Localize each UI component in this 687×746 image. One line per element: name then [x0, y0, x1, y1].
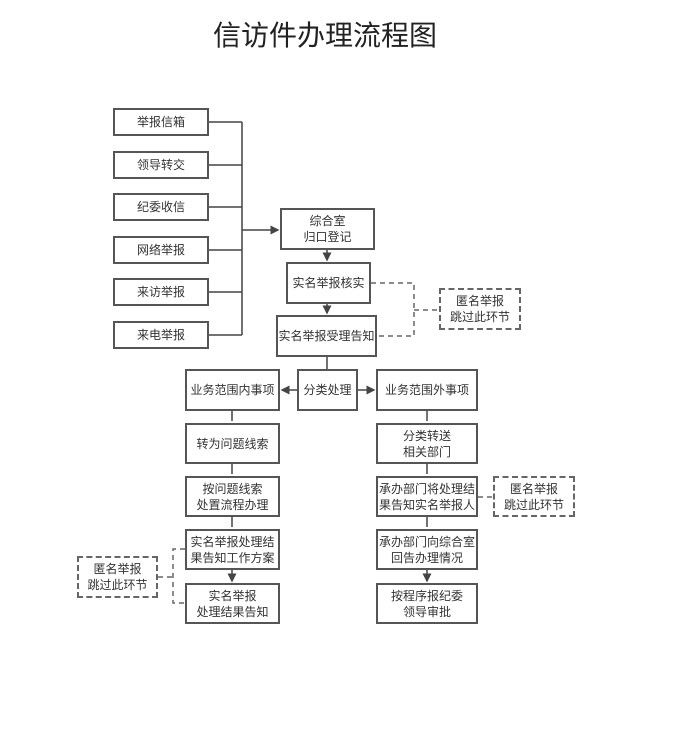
accept-box: 实名举报受理告知: [276, 315, 377, 357]
source-box: 来电举报: [113, 321, 209, 349]
right-step: 按程序报纪委 领导审批: [376, 583, 478, 624]
register-box: 综合室 归口登记: [280, 208, 375, 250]
left-step: 实名举报 处理结果告知: [185, 583, 280, 624]
left-step: 转为问题线索: [185, 423, 280, 464]
source-box: 领导转交: [113, 151, 209, 179]
right-step: 承办部门将处理结 果告知实名举报人: [376, 476, 478, 517]
page-title: 信访件办理流程图: [212, 19, 437, 52]
verify-box: 实名举报核实: [286, 262, 371, 304]
out-scope-box: 业务范围外事项: [376, 369, 478, 411]
anonymous-note: 匿名举报 跳过此环节: [493, 476, 575, 517]
source-box: 网络举报: [113, 236, 209, 264]
source-box: 来访举报: [113, 278, 209, 306]
in-scope-box: 业务范围内事项: [185, 369, 280, 411]
left-step: 按问题线索 处置流程办理: [185, 476, 280, 517]
source-box: 纪委收信: [113, 193, 209, 221]
source-box: 举报信箱: [113, 108, 209, 136]
right-step: 承办部门向综合室 回告办理情况: [376, 529, 478, 570]
anonymous-note: 匿名举报 跳过此环节: [77, 556, 158, 598]
classify-box: 分类处理: [297, 369, 358, 411]
left-step: 实名举报处理结 果告知工作方案: [185, 529, 280, 570]
anonymous-note: 匿名举报 跳过此环节: [439, 288, 521, 330]
right-step: 分类转送 相关部门: [376, 423, 478, 464]
